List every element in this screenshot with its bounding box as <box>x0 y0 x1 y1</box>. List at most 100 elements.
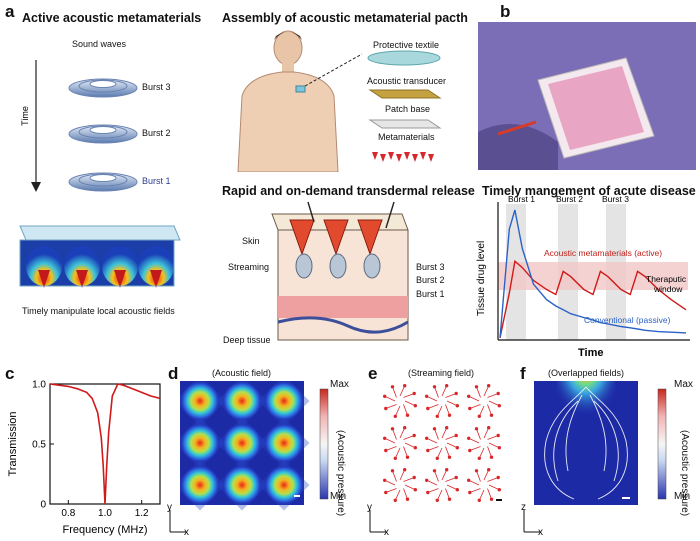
streaming-arrow <box>427 446 439 451</box>
streaming-arrow-head <box>497 404 501 408</box>
streaming-arrow <box>436 447 443 459</box>
left-burst-2: Burst 2 <box>142 128 171 138</box>
streaming-arrow <box>399 385 406 397</box>
streaming-arrow <box>445 393 457 398</box>
streaming-arrow-head <box>393 456 397 460</box>
pressure-hotspot <box>180 465 220 505</box>
human-figure <box>237 30 363 172</box>
streaming-arrow-head <box>466 478 471 482</box>
streaming-arrow-head <box>466 436 471 440</box>
streaming-arrow-head <box>497 445 501 450</box>
streaming-arrow-head <box>474 427 479 431</box>
d-cbar-label: (Acoustic pressure) <box>335 430 346 517</box>
c-xtick-label: 0.8 <box>61 508 75 519</box>
streaming-arrow <box>403 477 415 482</box>
panel-label-c: c <box>5 364 15 383</box>
passive-series-label: Conventional (passive) <box>584 315 671 325</box>
sound-waves-label: Sound waves <box>72 39 127 49</box>
streaming-arrow <box>478 447 485 459</box>
streaming-arrow <box>434 470 439 482</box>
streaming-arrow-head <box>382 478 387 482</box>
panel-label-b: b <box>500 2 511 21</box>
streaming-arrow-head <box>393 414 397 418</box>
f-axis-z: z <box>521 502 526 513</box>
skin-cross-section <box>271 201 409 341</box>
pressure-hotspot <box>180 423 220 463</box>
streaming-arrow-head <box>384 406 388 411</box>
streaming-arrow-head <box>486 467 491 472</box>
pressure-hotspot <box>222 381 262 421</box>
streaming-arrow-head <box>432 469 437 473</box>
c-xlabel: Frequency (MHz) <box>63 524 148 536</box>
transmission-curve <box>49 383 161 505</box>
protective-textile-layer <box>367 50 441 66</box>
streaming-arrow <box>384 395 396 402</box>
streaming-arrow-head <box>447 413 452 417</box>
streaming-arrow-head <box>444 467 449 472</box>
metamaterials-layer <box>372 152 434 162</box>
streaming-arrow <box>445 435 457 440</box>
streaming-arrow <box>468 479 480 486</box>
streaming-arrow-head <box>403 467 407 472</box>
streaming-arrow-head <box>426 448 430 453</box>
layer-label-base: Patch base <box>385 104 431 114</box>
streaming-arrow <box>434 428 439 440</box>
layer-stack <box>367 50 442 162</box>
streaming-arrow-head <box>455 487 459 492</box>
streaming-arrow-head <box>444 426 449 430</box>
streaming-arrow <box>478 489 485 501</box>
window-label-1: Theraputic <box>646 274 687 284</box>
e-axis-x: x <box>384 527 389 538</box>
streaming-arrow <box>488 400 500 407</box>
streaming-arrow-head <box>405 413 410 417</box>
d-cbar-min: Min <box>330 491 347 502</box>
streaming-arrow-head <box>412 433 416 438</box>
streaming-arrow-head <box>413 445 417 450</box>
right-burst-2: Burst 2 <box>416 275 445 285</box>
streaming-arrow-head <box>489 455 494 459</box>
streaming-arrow <box>468 395 480 402</box>
streaming-arrow <box>487 446 492 458</box>
streaming-arrow <box>441 427 448 439</box>
streaming-arrow-head <box>454 475 458 480</box>
streaming-arrow-head <box>455 445 459 450</box>
wave-stack-burst-1 <box>68 172 138 192</box>
left-burst-1: Burst 1 <box>142 176 171 186</box>
streaming-arrow <box>426 395 438 402</box>
streaming-arrow-head <box>474 469 479 473</box>
plot-frame <box>49 383 161 505</box>
streaming-arrow-head <box>489 413 494 417</box>
streaming-arrow <box>476 428 481 440</box>
pressure-hotspot <box>264 465 304 505</box>
acoustic-transducer-layer <box>368 89 442 99</box>
f-cbar-max: Max <box>674 379 693 390</box>
patch-photo <box>478 22 696 170</box>
streaming-arrow <box>468 437 480 444</box>
f-subtitle: (Overlapped fields) <box>548 368 625 378</box>
streaming-arrow-head <box>486 383 491 388</box>
pressure-hotspot <box>264 423 304 463</box>
streaming-arrow-head <box>403 383 407 388</box>
c-ylabel: Transmission <box>7 412 19 477</box>
streaming-arrow-head <box>435 414 439 418</box>
acoustic-field-map <box>180 381 329 511</box>
streaming-arrow <box>404 400 416 407</box>
streaming-arrow-head <box>447 497 452 501</box>
d-axis-indicator <box>169 510 186 533</box>
f-cbar-min: Min <box>674 491 691 502</box>
c-xtick-label: 1.0 <box>98 508 112 519</box>
streaming-arrow <box>478 405 485 417</box>
streaming-arrow <box>445 404 450 416</box>
streaming-arrow <box>488 484 500 491</box>
streaming-arrow-head <box>426 490 430 495</box>
patch-base-layer <box>368 119 442 129</box>
streaming-arrow <box>426 437 438 444</box>
streaming-arrow <box>436 405 443 417</box>
c-ytick-label: 0.5 <box>32 440 46 451</box>
e-axis-y: y <box>367 502 372 513</box>
streaming-arrow <box>434 386 439 398</box>
streaming-arrow-head <box>384 448 388 453</box>
streaming-arrow-head <box>468 406 472 411</box>
pressure-hotspot <box>222 465 262 505</box>
streaming-arrow <box>399 469 406 481</box>
